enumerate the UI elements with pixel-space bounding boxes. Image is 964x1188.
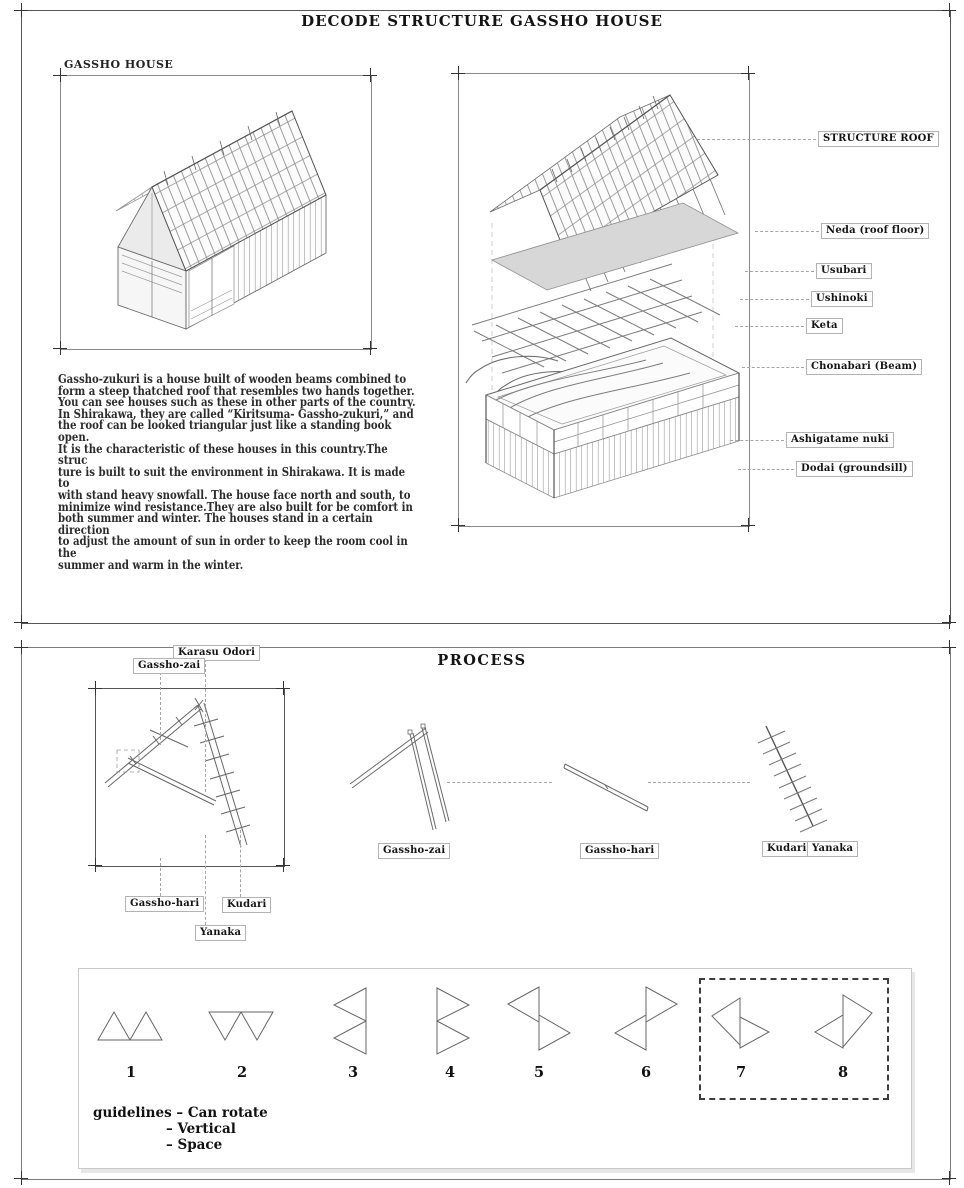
- leader-line: [735, 326, 804, 327]
- shape-number-2: 2: [236, 1064, 248, 1081]
- leader-line: [160, 858, 161, 896]
- part-label-dodai: Dodai (groundsill): [796, 461, 913, 477]
- shape-8-drawing: [814, 994, 873, 1049]
- process-title: PROCESS: [437, 652, 527, 669]
- leader-line: [697, 139, 816, 140]
- page-title: DECODE STRUCTURE GASSHO HOUSE: [301, 12, 663, 30]
- shape-number-5: 5: [533, 1064, 545, 1081]
- truss-label-gassho-zai: Gassho-zai: [133, 658, 206, 674]
- shapes-panel: [78, 968, 912, 1169]
- process-section-frame: [21, 647, 951, 1180]
- leader-line: [740, 299, 809, 300]
- part-label-neda: Neda (roof floor): [821, 223, 930, 239]
- shape-7-drawing: [711, 997, 771, 1049]
- shape-4-drawing: [436, 987, 471, 1055]
- leader-line: [648, 782, 750, 783]
- component-label-yanaka: Yanaka: [807, 841, 859, 857]
- truss-label-karasu-odori: Karasu Odori: [173, 645, 261, 661]
- truss-label-gassho-hari: Gassho-hari: [125, 896, 205, 912]
- shape-5-drawing: [506, 986, 572, 1051]
- exploded-roof: [489, 94, 726, 292]
- part-label-structure-roof: STRUCTURE ROOF: [818, 131, 939, 147]
- leader-line: [205, 659, 206, 792]
- ground-floor-box: [484, 337, 741, 499]
- house-front-wall: [185, 194, 327, 330]
- exploded-view-frame: [458, 73, 750, 527]
- part-label-chonabari: Chonabari (Beam): [806, 359, 923, 375]
- guidelines-text: guidelines – Can rotate – Vertical – Spa…: [93, 1105, 268, 1153]
- part-label-ashigatame: Ashigatame nuki: [786, 432, 894, 448]
- truss-frame: [95, 688, 285, 867]
- truss-label-kudari: Kudari: [222, 897, 272, 913]
- leader-line: [755, 231, 819, 232]
- selected-shapes-dashed-box: [699, 978, 889, 1100]
- truss-drawing: [104, 697, 251, 848]
- leader-line: [738, 469, 794, 470]
- shape-6-drawing: [613, 986, 679, 1051]
- shape-number-8: 8: [837, 1064, 849, 1081]
- exploded-structure-drawing: [465, 94, 741, 499]
- shape-3-drawing: [332, 987, 367, 1055]
- top-section-frame: [21, 10, 951, 624]
- part-label-ushinoki: Ushinoki: [811, 291, 873, 307]
- guidelines-line-3: – Space: [166, 1137, 223, 1153]
- gassho-house-drawing: [115, 110, 327, 330]
- leader-line: [745, 271, 814, 272]
- shape-number-4: 4: [444, 1064, 456, 1081]
- guidelines-line-1: guidelines – Can rotate: [93, 1105, 268, 1121]
- leader-line: [447, 782, 552, 783]
- component-label-gassho-zai: Gassho-zai: [378, 843, 451, 859]
- part-label-keta: Keta: [806, 318, 843, 334]
- leader-line: [240, 830, 241, 897]
- truss-label-yanaka: Yanaka: [195, 925, 247, 941]
- shape-number-6: 6: [640, 1064, 652, 1081]
- leader-line: [742, 367, 804, 368]
- component-label-gassho-hari: Gassho-hari: [580, 843, 660, 859]
- component-label-kudari: Kudari: [762, 841, 812, 857]
- gassho-house-label: GASSHO HOUSE: [64, 58, 174, 71]
- guidelines-line-2: – Vertical: [166, 1121, 236, 1137]
- neda-plane: [490, 202, 740, 291]
- leader-line: [730, 440, 784, 441]
- shape-number-7: 7: [735, 1064, 747, 1081]
- kudari-yanaka-drawing: [757, 725, 828, 833]
- leader-line: [160, 672, 161, 745]
- shape-1-drawing: [97, 1010, 163, 1041]
- description-text: Gassho-zukuri is a house built of wooden…: [58, 372, 416, 572]
- house-front-roof: [151, 110, 327, 272]
- beam-grid: [471, 263, 721, 374]
- gassho-zai-drawing: [349, 723, 450, 831]
- shape-number-1: 1: [125, 1064, 137, 1081]
- shape-2-drawing: [208, 1011, 274, 1042]
- leader-line: [205, 835, 206, 925]
- shape-number-3: 3: [347, 1064, 359, 1081]
- gassho-house-frame: [60, 75, 372, 350]
- gassho-hari-drawing: [563, 763, 649, 812]
- part-label-usubari: Usubari: [816, 263, 872, 279]
